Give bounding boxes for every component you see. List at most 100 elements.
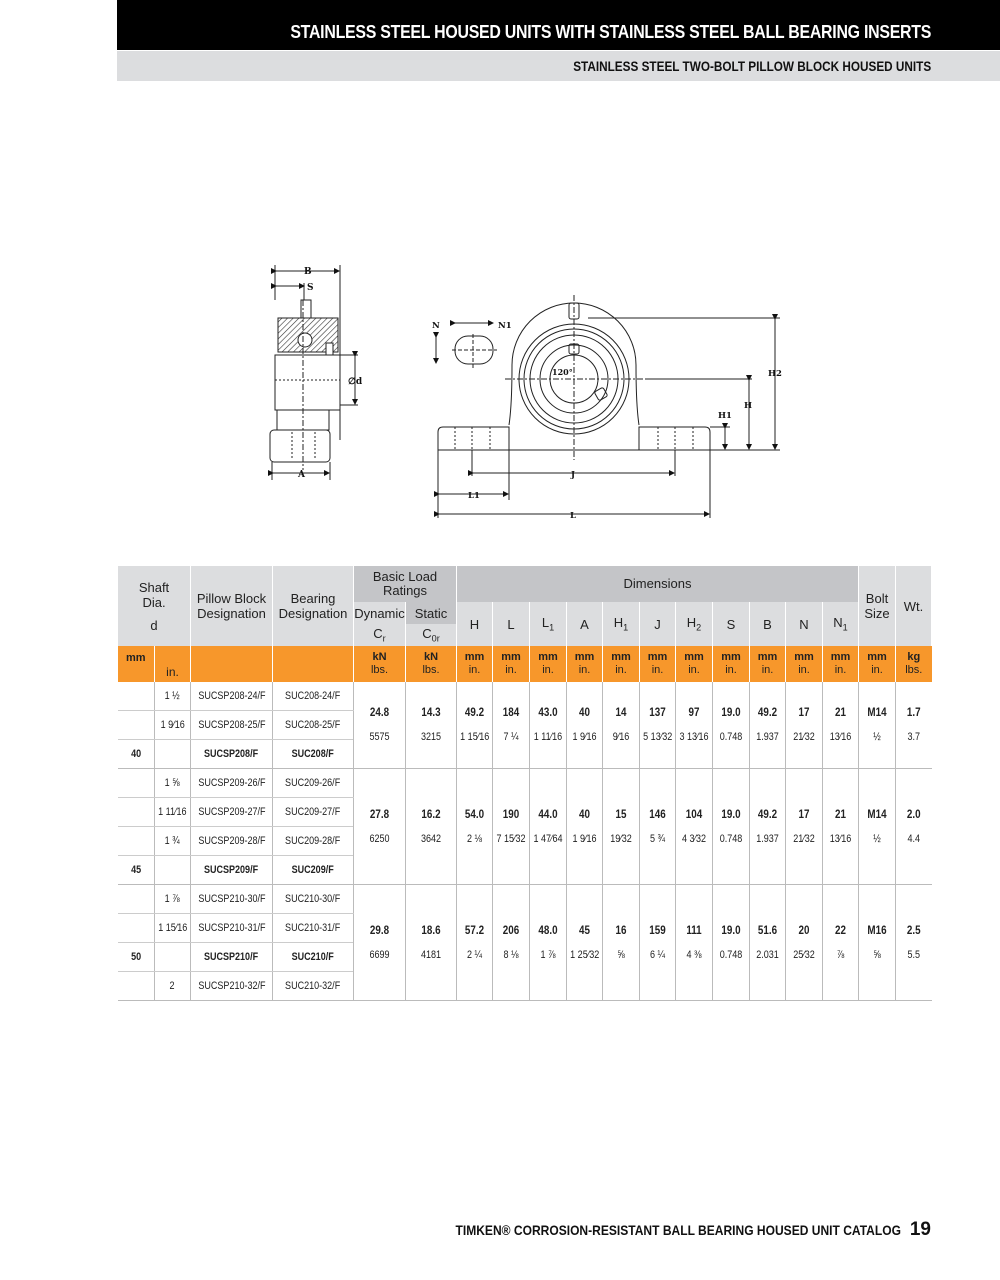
cell-pillow: SUCSP210/F (204, 951, 259, 963)
cell-pillow: SUCSP208/F (204, 748, 259, 760)
col-pillow-block: Pillow Block Designation (190, 566, 273, 646)
cell-bearing: SUC209-26/F (285, 777, 341, 789)
cell-in: 1 ½ (164, 690, 181, 702)
cell-in: 1 ¾ (164, 835, 181, 847)
cell-pillow: SUCSP210-31/F (198, 922, 266, 934)
cell-pillow: SUCSP210-32/F (198, 980, 266, 992)
col-S: S (712, 602, 750, 646)
label-H: H (744, 401, 752, 411)
subsection-title: STAINLESS STEEL TWO-BOLT PILLOW BLOCK HO… (572, 58, 931, 74)
col-wt: Wt. (895, 566, 932, 646)
cell-pillow: SUCSP209-26/F (198, 777, 266, 789)
col-cor: C0r (405, 624, 457, 646)
col-dimensions: Dimensions (456, 566, 859, 602)
label-S: S (307, 283, 314, 293)
cell-in: 1 ⅞ (164, 893, 181, 905)
label-N: N (432, 321, 440, 331)
cell-bearing: SUC210-32/F (285, 980, 341, 992)
cell-in: 1 ⅝ (164, 777, 181, 789)
cell-in: 1 15⁄16 (158, 922, 188, 934)
col-shaft-dia: Shaft Dia. d (117, 566, 191, 646)
col-bolt-size: Bolt Size (858, 566, 896, 646)
side-view-drawing (268, 265, 358, 480)
col-N1: N1 (822, 602, 859, 646)
col-H1: H1 (602, 602, 640, 646)
label-H1: H1 (718, 411, 732, 421)
table-row: 1 15⁄16 SUCSP210-31/F SUC210-31/F (117, 913, 932, 943)
cell-pillow: SUCSP209-27/F (198, 806, 266, 818)
label-N1: N1 (498, 321, 512, 331)
cell-in: 1 9⁄16 (160, 719, 185, 731)
cell-bearing: SUC210-30/F (285, 893, 341, 905)
cell-mm: 40 (130, 748, 141, 760)
cell-pillow: SUCSP210-30/F (198, 893, 266, 905)
col-H2: H2 (675, 602, 713, 646)
cell-in: 2 (169, 980, 176, 992)
label-A: A (297, 470, 306, 480)
cell-bearing: SUC208/F (291, 748, 335, 760)
label-L1: L1 (468, 491, 480, 501)
col-L1: L1 (529, 602, 567, 646)
col-H: H (456, 602, 493, 646)
col-load-ratings: Basic Load Ratings (353, 566, 457, 602)
cell-bearing: SUC208-24/F (285, 690, 341, 702)
col-dynamic: Dynamic (353, 602, 406, 624)
col-N: N (785, 602, 823, 646)
cell-bearing: SUC210/F (291, 951, 335, 963)
cell-pillow: SUCSP208-24/F (198, 690, 266, 702)
label-angle: 120° (552, 367, 573, 377)
cell-mm: 45 (130, 864, 141, 876)
col-A: A (566, 602, 603, 646)
section-title: STAINLESS STEEL HOUSED UNITS WITH STAINL… (290, 21, 931, 42)
label-B: B (304, 267, 312, 277)
cell-in: 1 11⁄16 (158, 806, 187, 818)
col-L: L (492, 602, 530, 646)
table-row: 40 SUCSP208/F SUC208/F (117, 739, 932, 769)
label-L: L (570, 511, 576, 521)
cell-bearing: SUC210-31/F (285, 922, 341, 934)
page-number: 19 (909, 1219, 931, 1240)
col-cr: Cr (353, 624, 406, 646)
cell-bearing: SUC208-25/F (285, 719, 341, 731)
